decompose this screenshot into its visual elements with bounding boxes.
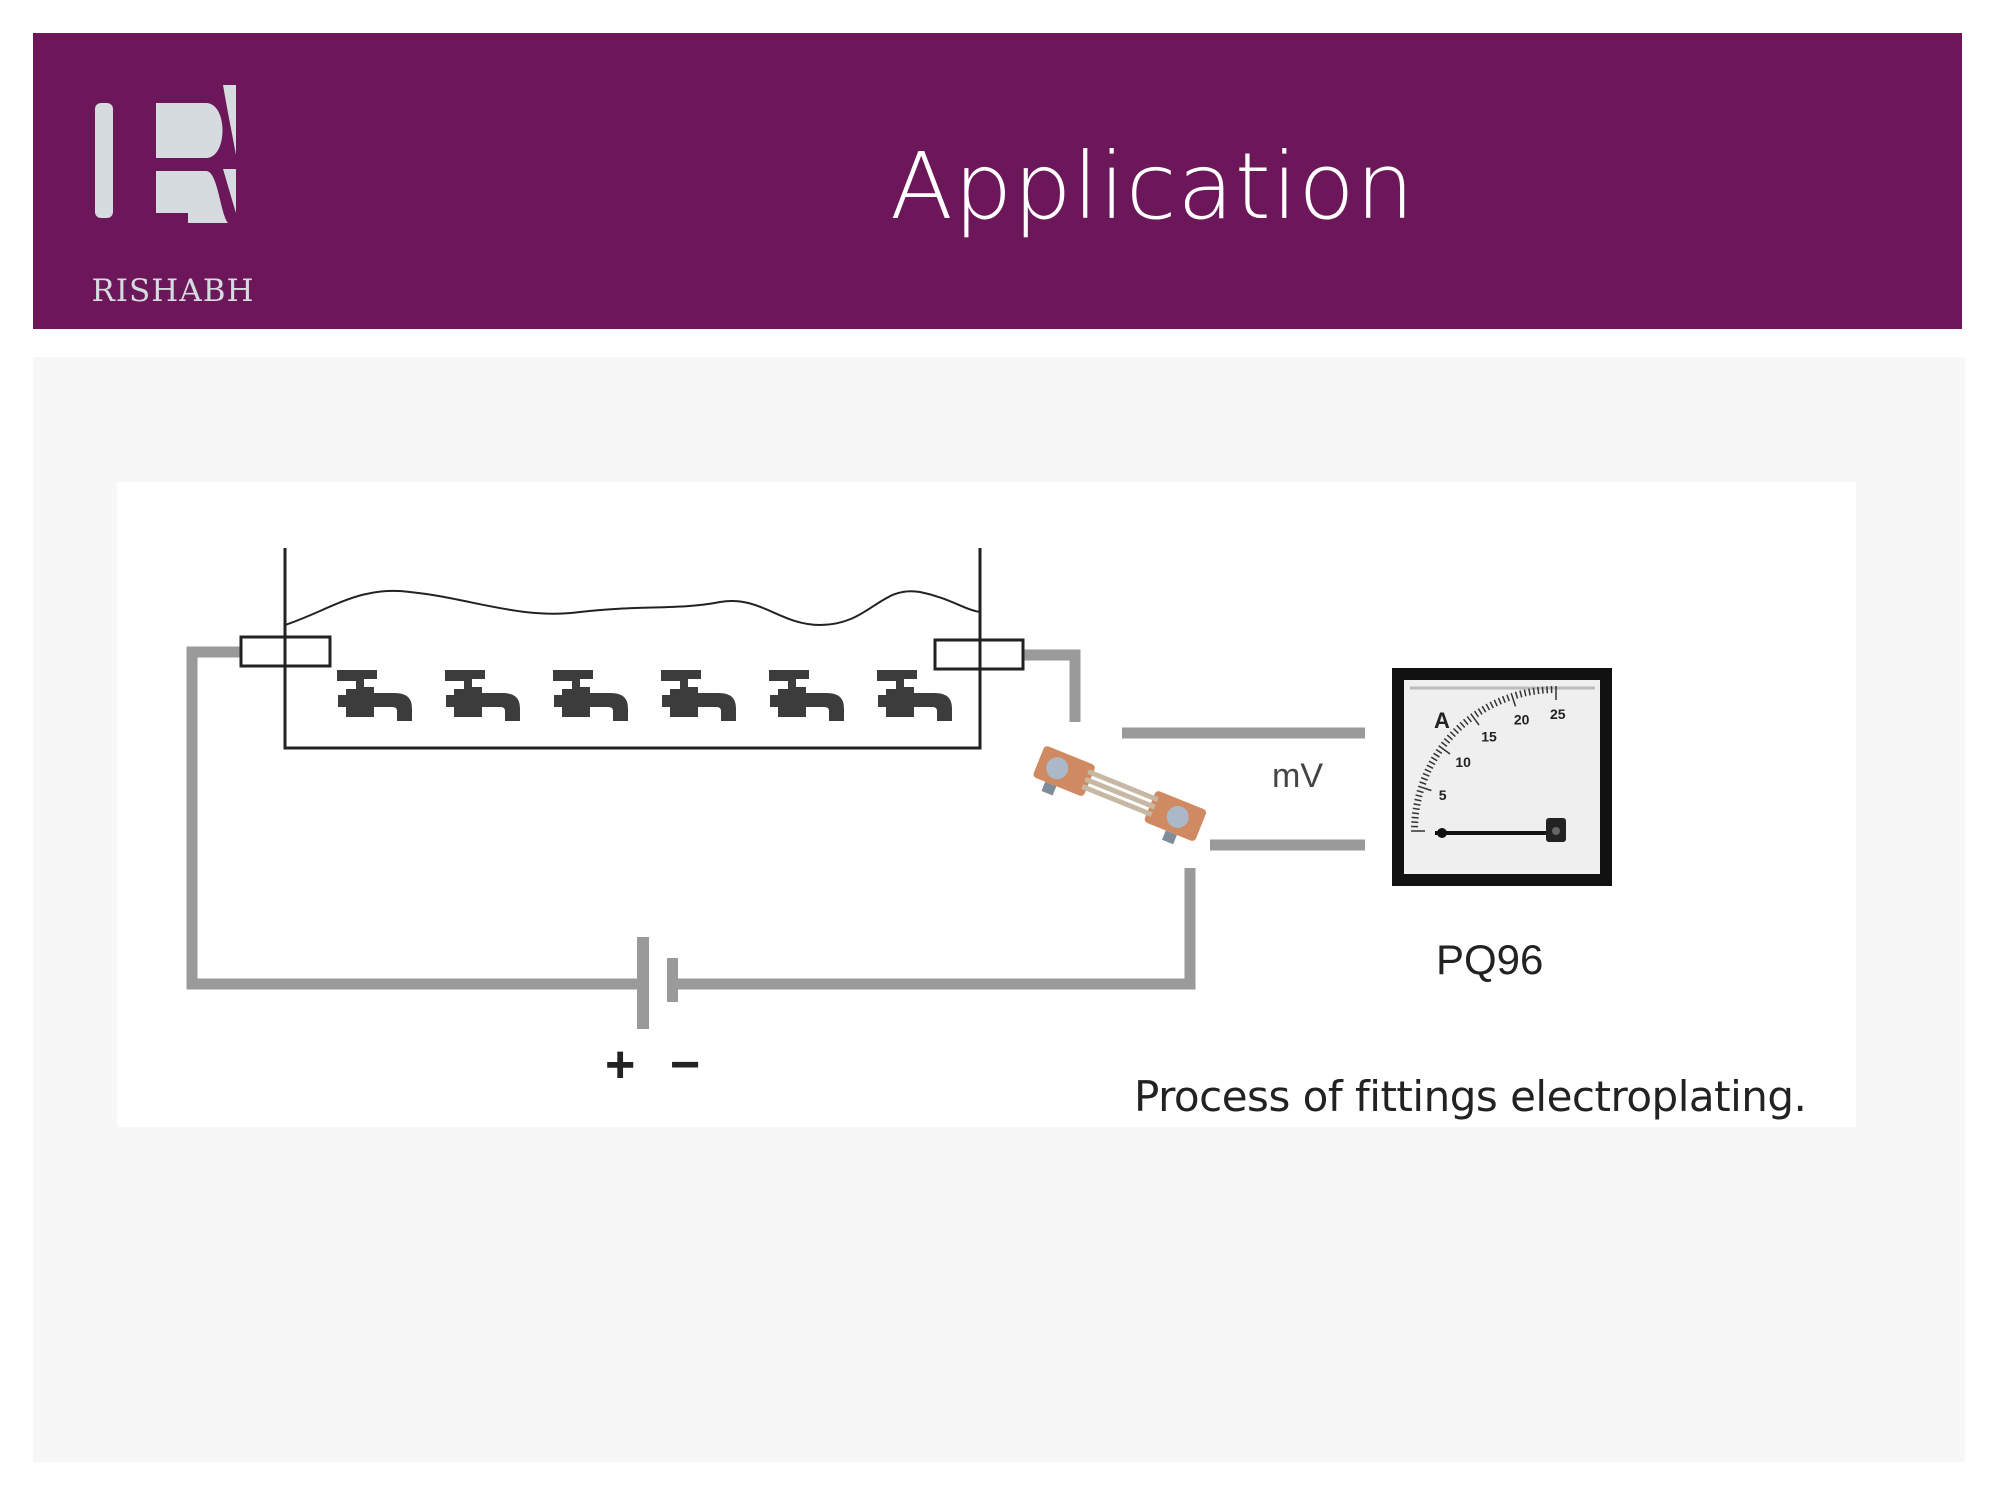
fitting-faucet-icon xyxy=(553,670,628,721)
meter-scale-label: 5 xyxy=(1439,787,1447,803)
meter-scale-tick xyxy=(1435,748,1443,755)
meter-scale-tick xyxy=(1443,737,1451,744)
meter-scale-tick xyxy=(1541,686,1544,694)
meter-scale-tick xyxy=(1412,807,1420,811)
meter-scale-label: 25 xyxy=(1550,706,1566,722)
meter-scale-tick xyxy=(1473,710,1480,718)
meter-scale-tick xyxy=(1440,741,1448,748)
meter-scale-tick xyxy=(1417,785,1432,792)
meter-scale-tick xyxy=(1428,760,1436,766)
meter-scale-tick xyxy=(1466,715,1473,723)
meter-scale-tick xyxy=(1506,694,1510,702)
meter-scale-tick xyxy=(1514,691,1519,699)
wire-anode-to-battery xyxy=(186,646,638,990)
fitting-faucet-icon xyxy=(769,670,844,721)
brand-name: RISHABH xyxy=(91,273,255,309)
meter-model-label: PQ96 xyxy=(1436,936,1544,983)
meter-scale-tick xyxy=(1414,798,1422,802)
meter-scale-tick xyxy=(1477,708,1483,715)
meter-scale-tick xyxy=(1449,731,1456,738)
meter-scale-tick xyxy=(1510,692,1517,707)
wire-battery-to-shunt xyxy=(673,868,1196,990)
electrolyte-surface xyxy=(284,589,981,627)
meter-scale-tick xyxy=(1456,724,1463,731)
meter-scale-tick xyxy=(1433,752,1440,758)
meter-scale-tick xyxy=(1419,781,1427,785)
rishabh-logo: RISHABH xyxy=(78,63,278,313)
meter-scale-tick xyxy=(1424,768,1432,773)
meter-scale-tick xyxy=(1411,816,1419,819)
meter-scale-tick xyxy=(1459,721,1466,728)
meter-scale-tick xyxy=(1413,803,1421,806)
meter-scale-tick xyxy=(1452,727,1459,734)
fitting-faucet-icon xyxy=(661,670,736,721)
electroplating-tank-icon xyxy=(283,548,982,750)
battery-positive-label: + xyxy=(605,1036,636,1094)
millivolt-label: mV xyxy=(1272,757,1323,795)
meter-scale-tick xyxy=(1422,772,1430,777)
meter-scale-label: 15 xyxy=(1481,728,1497,744)
meter-scale-tick xyxy=(1497,697,1502,705)
meter-scale-tick xyxy=(1489,701,1495,709)
meter-scale-tick xyxy=(1462,718,1469,726)
wire-cathode-to-shunt xyxy=(1023,649,1081,722)
meter-scale-tick xyxy=(1412,812,1420,815)
meter-scale-tick xyxy=(1532,687,1536,695)
meter-scale-tick xyxy=(1415,794,1423,798)
battery-negative-label: − xyxy=(670,1036,701,1094)
meter-scale-label: 20 xyxy=(1514,712,1530,728)
meter-scale-tick xyxy=(1446,734,1453,741)
meter-scale-tick xyxy=(1537,687,1540,695)
slide-header: RISHABH Application xyxy=(33,33,1962,329)
meter-scale-tick xyxy=(1430,756,1438,762)
fitting-faucet-icon xyxy=(877,670,952,721)
meter-scale-tick xyxy=(1426,764,1434,770)
slide-title: Application xyxy=(889,133,1416,240)
meter-scale-tick xyxy=(1470,713,1480,726)
meter-scale-tick xyxy=(1420,776,1428,781)
meter-scale-tick xyxy=(1528,688,1531,696)
meter-scale-tick xyxy=(1485,703,1491,711)
fitting-faucet-icon xyxy=(337,670,412,721)
meter-scale-tick xyxy=(1519,690,1523,698)
r-logo-icon xyxy=(95,85,236,223)
meter-scale-label: 10 xyxy=(1455,754,1471,770)
meter-unit-label: A xyxy=(1434,708,1450,733)
meter-scale-tick xyxy=(1481,705,1487,713)
meter-scale-tick xyxy=(1416,789,1424,794)
fitting-faucet-icon xyxy=(445,670,520,721)
dc-battery-icon xyxy=(637,937,678,1029)
meter-scale-tick xyxy=(1438,745,1451,755)
meter-scale-tick xyxy=(1493,699,1498,707)
meter-scale-tick xyxy=(1501,695,1506,703)
figure-caption: Process of fittings electroplating. xyxy=(1134,1072,1807,1121)
ammeter-pq96-icon xyxy=(1392,668,1612,886)
shunt-resistor-icon xyxy=(1033,746,1207,845)
meter-scale-tick xyxy=(1523,689,1527,697)
